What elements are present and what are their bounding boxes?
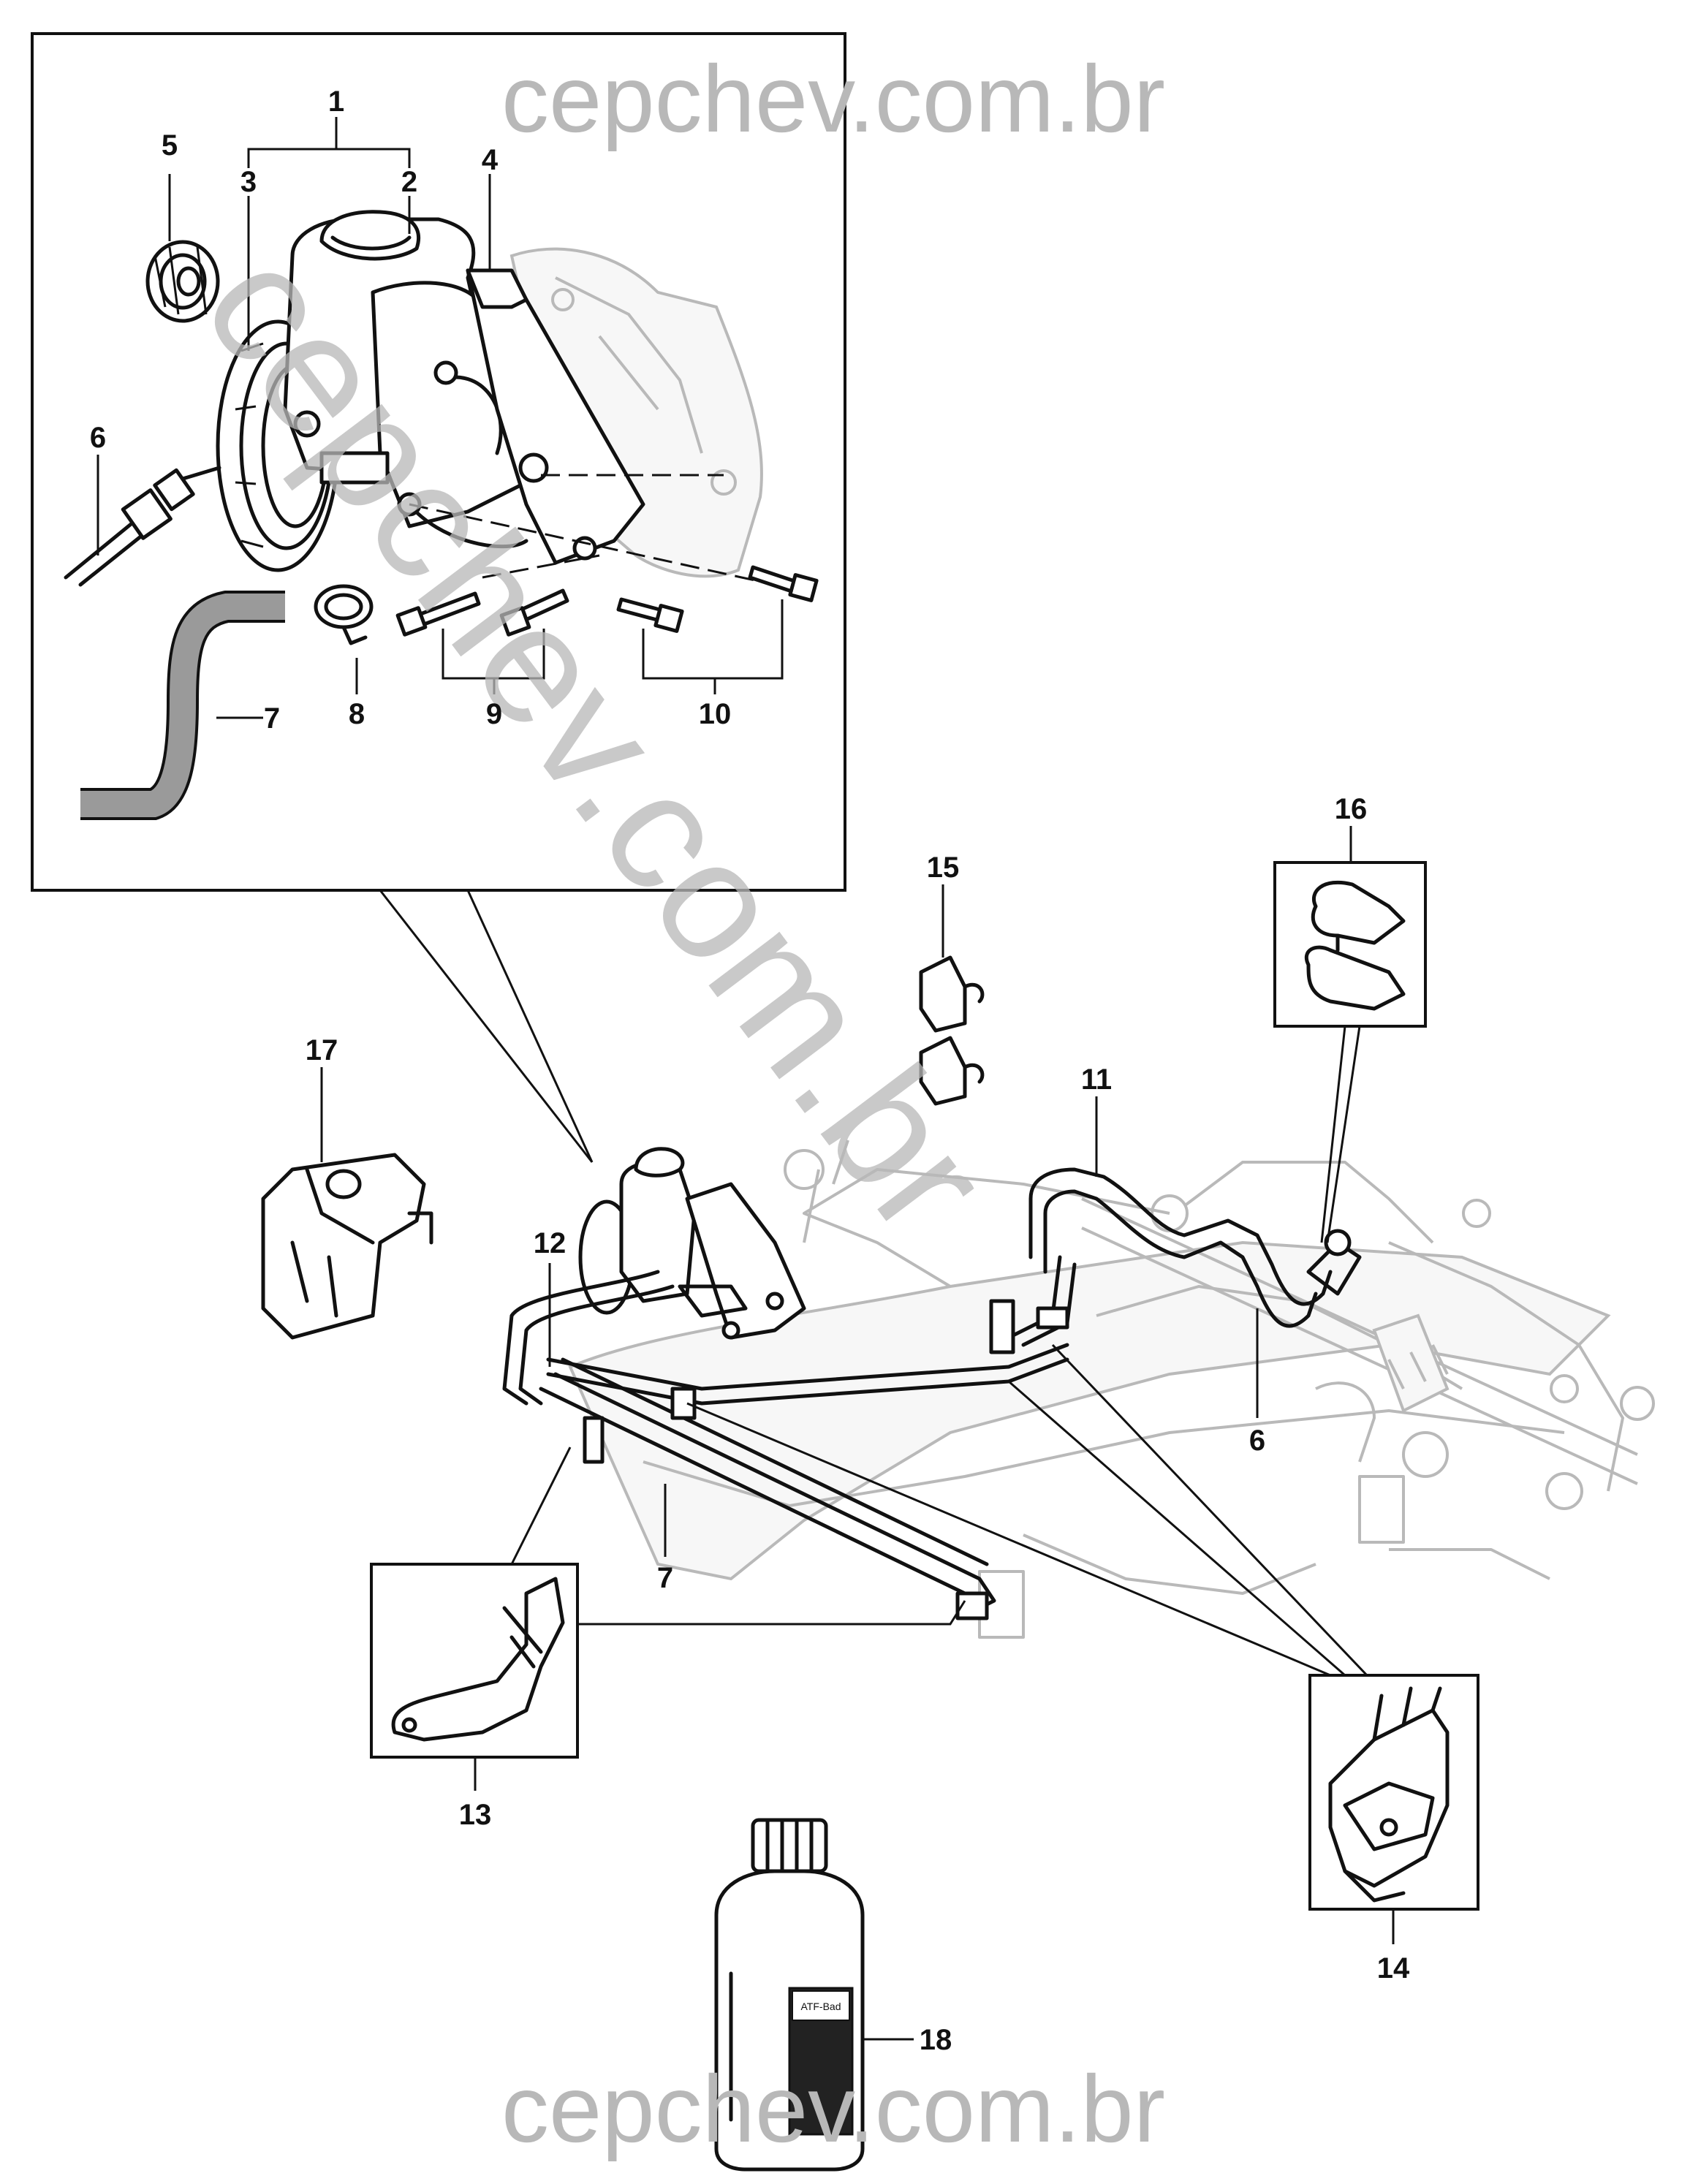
power-steering-pump-installed — [578, 1147, 806, 1340]
part-13-mounting-plate — [391, 1577, 565, 1742]
part-16-double-clip — [1304, 880, 1406, 1011]
part-9-bolts — [395, 588, 569, 637]
part-8-hose-clamp — [314, 584, 374, 645]
callout-13: 13 — [459, 1799, 492, 1831]
callout-10: 10 — [699, 698, 732, 730]
pump-detail-inset-frame — [31, 32, 846, 892]
engine-block-background — [509, 247, 763, 578]
callout-7-main: 7 — [657, 1562, 673, 1594]
callout-18: 18 — [920, 2024, 952, 2056]
part-6-pressure-line-end — [64, 466, 221, 587]
part-10-bolts — [616, 565, 819, 633]
tie-rod-end-right — [1306, 1229, 1362, 1296]
steering-rack-background — [1081, 1197, 1638, 1485]
callout-12: 12 — [534, 1227, 567, 1259]
inset-leader-lines — [96, 117, 784, 719]
callout-5: 5 — [162, 129, 178, 162]
callout-16: 16 — [1335, 793, 1368, 825]
part-7-return-hose-fill — [80, 594, 285, 817]
part-4-pump-bracket — [466, 268, 645, 565]
callout-11: 11 — [1081, 1063, 1112, 1096]
callout-14: 14 — [1377, 1952, 1410, 1984]
part-14-pointer — [686, 1343, 1368, 1677]
part-2-pump-reservoir — [283, 210, 558, 549]
part-5-pulley-ring — [145, 240, 220, 323]
callout-7-inset: 7 — [264, 702, 280, 735]
callout-4: 4 — [482, 144, 499, 176]
part-6-pressure-line-installed — [546, 1343, 1069, 1406]
bolt-axis-upper — [409, 503, 776, 586]
bottle-label-text: ATF-Bad — [801, 2001, 841, 2012]
callout-3: 3 — [240, 166, 257, 198]
part-11-steering-pipes — [1007, 1167, 1333, 1347]
inset-pointer-line-left — [379, 890, 594, 1163]
callout-15: 15 — [927, 852, 960, 884]
part-13-pointer — [510, 1446, 966, 1626]
part-16-pointer — [1320, 1025, 1361, 1243]
watermark-bottom: cepchev.com.br — [501, 2055, 1165, 2162]
callout-1: 1 — [328, 86, 344, 118]
callout-17: 17 — [306, 1034, 338, 1066]
callout-6-main: 6 — [1249, 1425, 1265, 1457]
callout-2: 2 — [401, 166, 417, 198]
callout-9: 9 — [486, 698, 502, 730]
bolt-axis-lower — [482, 554, 600, 579]
part-14-pipe-holder — [1328, 1686, 1450, 1903]
part-17-bracket — [261, 1067, 433, 1340]
callout-8: 8 — [349, 698, 365, 730]
part-12-return-pipe — [502, 1270, 675, 1406]
inset-pointer-line-right — [466, 890, 594, 1163]
watermark-top: cepchev.com.br — [501, 45, 1165, 152]
part-18-fluid-bottle — [714, 1818, 865, 2172]
callout-6-inset: 6 — [90, 422, 106, 454]
part-15-hose-clips — [919, 884, 985, 1106]
